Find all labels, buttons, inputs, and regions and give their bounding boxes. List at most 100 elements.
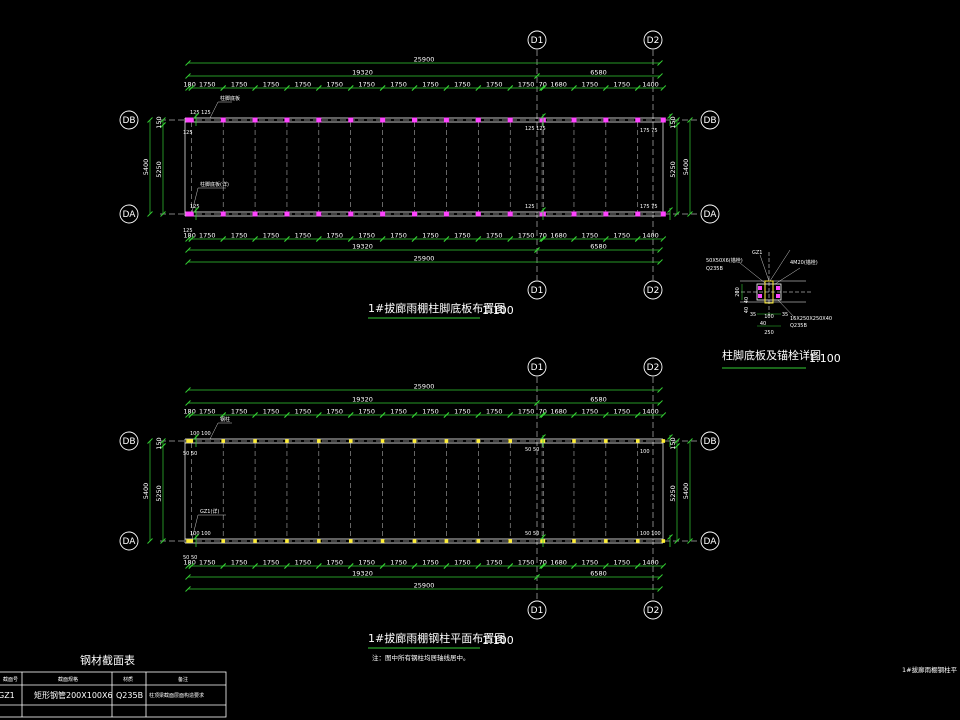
axis-bubble-da-left	[119, 531, 139, 551]
dim-tick	[540, 434, 546, 440]
dim-text: 1750	[518, 559, 535, 567]
axis-bubble-d2-top-label: D2	[647, 363, 660, 373]
dim-tick	[252, 236, 258, 242]
dim-text: 1750	[231, 408, 248, 416]
local-dim-text: 100 100	[640, 531, 661, 537]
dim-tick	[687, 117, 693, 123]
anchor-detail: 50X50X6(锚栓) Q235B GZ1 4M20(锚栓) 16X250X25…	[706, 249, 841, 369]
axis-bubble-da-left-label: DA	[123, 537, 137, 547]
dim-tick	[160, 443, 166, 449]
dim-tick	[284, 85, 290, 91]
anchor-bolt	[758, 294, 762, 298]
dim-text: 70	[539, 559, 547, 567]
base-plate-mark	[316, 117, 322, 123]
dim-text: 1400	[642, 559, 659, 567]
column-mark	[186, 539, 190, 543]
detail-dim-text: 40	[744, 297, 750, 303]
dim-tick	[193, 207, 199, 213]
base-plate-mark	[603, 211, 609, 217]
dim-tick	[475, 412, 482, 418]
dim-tick	[185, 412, 191, 418]
dim-tick	[220, 563, 227, 569]
dim-tick	[534, 73, 540, 79]
axis-bubble-d1-top	[527, 30, 547, 50]
axis-bubble-d2-bottom	[643, 600, 663, 620]
axis-bubble-d2-bottom-label: D2	[647, 286, 660, 296]
dim-text: 1400	[642, 81, 659, 89]
axis-bubble-da-left	[119, 204, 139, 224]
dim-text: 1750	[263, 232, 280, 240]
base-plate-mark	[348, 211, 354, 217]
dim-tick	[411, 563, 418, 569]
local-dim-text: 175 75	[640, 128, 658, 134]
side-caption: 1#拔廊雨棚钢柱平	[902, 665, 958, 674]
column-mark	[635, 539, 640, 543]
dim-tick	[571, 563, 577, 569]
dim-tick	[185, 73, 191, 79]
dim-tick	[603, 412, 609, 418]
dim-tick	[657, 73, 663, 79]
dim-tick	[674, 117, 680, 123]
axis-bubble-d1-top-label: D1	[531, 363, 544, 373]
leader-text-bottom: 柱脚底板(详)	[200, 181, 229, 188]
dim-text: 5250	[669, 161, 677, 178]
table-header-id: 截面号	[3, 676, 18, 683]
base-plate-mark	[188, 117, 194, 123]
dim-tick	[147, 538, 153, 544]
dim-tick	[443, 412, 450, 418]
dim-tick	[160, 117, 166, 123]
column-mark	[285, 539, 289, 543]
dim-tick	[674, 538, 680, 544]
dim-text: 25900	[414, 56, 435, 64]
column-mark	[348, 539, 353, 543]
dim-text: 1750	[231, 232, 248, 240]
column-mark	[412, 439, 417, 443]
dim-tick	[657, 60, 663, 66]
axis-bubble-d1-bottom-label: D1	[531, 286, 544, 296]
table-cell-spec: 矩形钢管200X100X6	[34, 690, 113, 700]
dim-text: 1750	[295, 408, 312, 416]
dim-text: 1750	[486, 232, 503, 240]
local-dim-text: 125	[190, 204, 200, 210]
dim-text: 1750	[263, 559, 280, 567]
dim-text: 150	[155, 116, 163, 128]
column-mark	[189, 439, 194, 443]
dim-tick	[687, 211, 693, 217]
dim-text: 25900	[414, 582, 435, 590]
dim-tick	[411, 236, 418, 242]
dim-text: 150	[155, 437, 163, 449]
column-mark	[253, 539, 257, 543]
dim-tick	[540, 207, 546, 213]
dim-tick	[411, 85, 418, 91]
base-plate-mark	[188, 211, 194, 217]
dim-text: 180	[183, 408, 195, 416]
table-title: 钢材截面表	[80, 653, 135, 667]
column-mark	[476, 439, 481, 443]
column-mark	[317, 439, 321, 443]
local-dim-text: 125 125	[525, 126, 546, 132]
column-mark	[572, 539, 576, 543]
dim-text: 19320	[352, 69, 373, 77]
dim-tick	[220, 85, 227, 91]
dim-text: 1750	[390, 408, 407, 416]
axis-bubble-db-right-label: DB	[703, 116, 716, 126]
axis-bubble-d1-top-label: D1	[531, 36, 544, 46]
dim-tick	[674, 211, 680, 217]
dim-text: 1680	[550, 559, 567, 567]
axis-bubble-da-left-label: DA	[123, 210, 137, 220]
dim-tick	[160, 122, 166, 128]
dim-tick	[188, 412, 195, 418]
column-mark	[317, 539, 321, 543]
dim-tick	[475, 563, 482, 569]
column-mark	[412, 539, 417, 543]
dim-tick	[185, 586, 191, 592]
dim-tick	[411, 412, 418, 418]
column-mark	[380, 439, 385, 443]
dim-tick	[147, 211, 153, 217]
dim-text: 1750	[582, 559, 599, 567]
local-dim-text: 125 125	[190, 110, 211, 116]
dim-text: 70	[539, 408, 547, 416]
dim-text: 1750	[422, 408, 439, 416]
local-dim-text: 100 100	[190, 431, 211, 437]
